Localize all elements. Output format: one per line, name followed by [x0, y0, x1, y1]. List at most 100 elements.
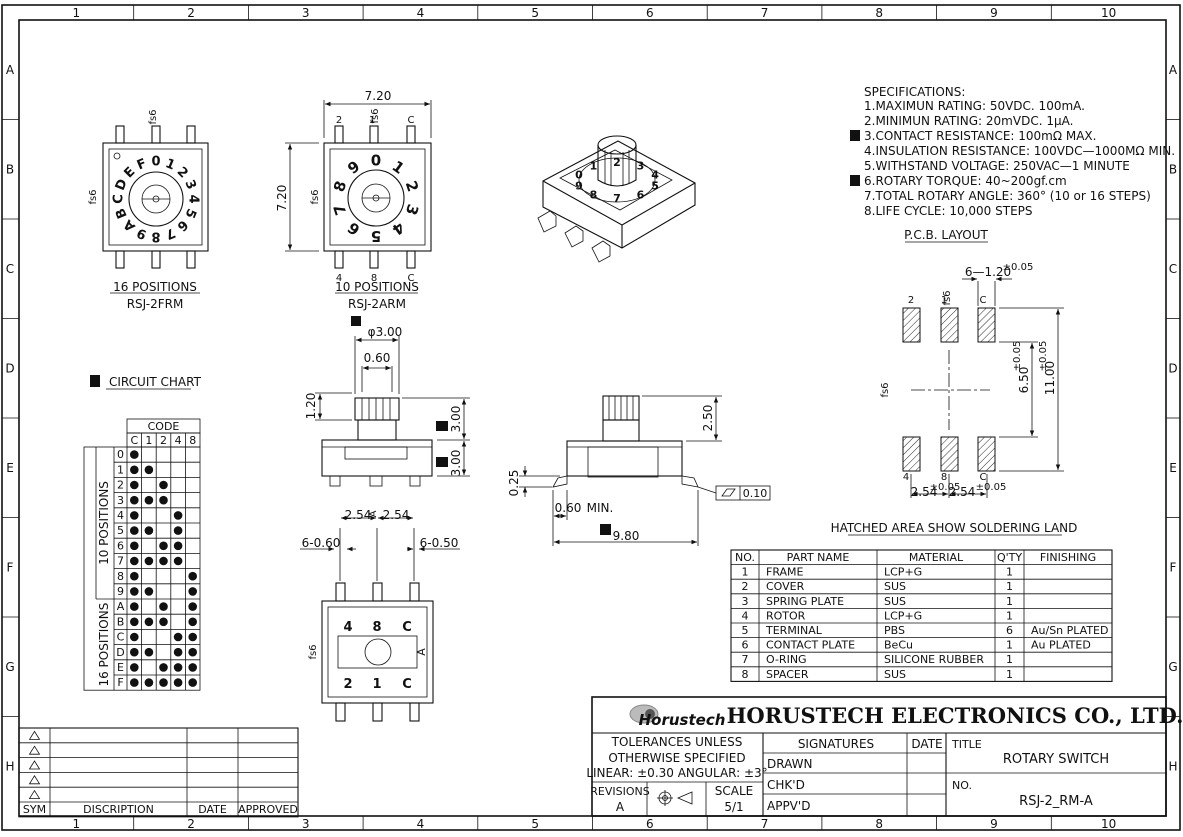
flat-dim: 0.60	[364, 351, 391, 365]
pin-label: fs6	[370, 108, 381, 123]
contact-dot	[159, 556, 168, 566]
number-value: RSJ-2_RM-A	[1019, 794, 1093, 809]
bom-cell: Au PLATED	[1031, 639, 1091, 652]
grid-row-left: B	[6, 162, 14, 176]
bom-cell: CONTACT PLATE	[766, 639, 855, 652]
dial-char: 3	[181, 178, 198, 192]
revision-value: A	[616, 800, 625, 814]
contact-dot	[130, 450, 139, 459]
width-dim: 7.20	[365, 89, 392, 103]
code-col: 4	[175, 434, 182, 447]
grid-col-bottom: 1	[73, 817, 81, 831]
title-value: ROTARY SWITCH	[1003, 752, 1109, 767]
height-a: 3.00	[449, 406, 463, 433]
contact-dot	[173, 511, 183, 520]
code-header: CODE	[148, 420, 180, 433]
grid-col-bottom: 4	[417, 817, 425, 831]
scale-label: SCALE	[715, 784, 753, 798]
pcb-v-tol-a: ±0.05	[1012, 341, 1023, 372]
grid-row-right: E	[1169, 461, 1177, 475]
shaft-height: 1.20	[304, 393, 318, 420]
spec-line: 4.INSULATION RESISTANCE: 100VDC—1000MΩ M…	[864, 144, 1175, 158]
group-10-label: 10 POSITIONS	[97, 481, 111, 565]
contact-dot	[173, 632, 183, 642]
pcb-side-label: fs6	[880, 382, 891, 397]
iso-dial-char: 8	[590, 189, 598, 202]
grid-row-left: G	[5, 660, 14, 674]
height-b: 3.00	[449, 450, 463, 477]
positions-label: 16 POSITIONS	[113, 280, 197, 294]
dial-char: 5	[181, 206, 198, 220]
bottom-side-label: fs6	[308, 644, 319, 659]
pin-label: fs6	[148, 109, 159, 124]
bottom-top-1: 4	[343, 620, 352, 635]
pcb-h-tol-a: ±0.05	[930, 482, 961, 493]
contact-dot	[130, 602, 139, 611]
specifications: SPECIFICATIONS: 1.MAXIMUN RATING: 50VDC.…	[850, 85, 1175, 243]
iso-dial-char: 0	[575, 168, 583, 181]
bottom-bot-3: C	[402, 677, 412, 692]
contact-dot	[130, 526, 139, 535]
contact-dot	[130, 617, 139, 627]
iso-dial-char: 6	[637, 189, 645, 202]
model-label: RSJ-2FRM	[127, 297, 184, 311]
bom-cell: SPRING PLATE	[766, 595, 844, 608]
contact-dot	[188, 587, 197, 596]
grid-row-right: H	[1168, 759, 1177, 773]
iso-dial-char: 5	[651, 180, 659, 193]
revision-triangle-icon	[28, 775, 41, 785]
dial-char: 3	[402, 202, 422, 217]
contact-dot	[173, 541, 183, 551]
dial-char: 2	[174, 164, 191, 181]
iso-dial-char: 1	[590, 159, 598, 172]
code-row: 0	[117, 448, 124, 461]
date-label: DATE	[911, 737, 942, 751]
grid-col-top: 9	[990, 6, 998, 20]
code-row: D	[116, 646, 124, 659]
bom-cell: ROTOR	[766, 609, 806, 622]
lead-min: 0.60	[555, 501, 582, 515]
bom-cell: 1	[1006, 566, 1013, 579]
bottom-bot-1: 2	[343, 677, 352, 692]
bom-cell: 8	[742, 668, 749, 681]
pcb-title: P.C.B. LAYOUT	[904, 228, 988, 242]
grid-col-top: 10	[1101, 6, 1116, 20]
pcb-top-1: 2	[908, 295, 914, 306]
grid-row-left: C	[6, 262, 14, 276]
pcb-v-tol-b: ±0.05	[1038, 341, 1049, 372]
dial-char: 0	[371, 151, 381, 169]
bom-cell: 1	[1006, 653, 1013, 666]
contact-dot	[188, 617, 197, 627]
pin-top-3: C	[408, 115, 415, 126]
grid-row-right: C	[1169, 262, 1177, 276]
grid-col-top: 5	[531, 6, 539, 20]
pin-top-2: 1	[369, 115, 375, 126]
grid-row-right: D	[1168, 361, 1177, 375]
pin-bottom-2: 8	[371, 273, 377, 284]
bom-cell: FRAME	[766, 566, 804, 579]
tolerance-3: LINEAR: ±0.30 ANGULAR: ±3°	[586, 766, 767, 780]
contact-dot	[144, 526, 154, 535]
pcb-h-tol-b: ±0.05	[976, 482, 1007, 493]
bom-cell: BeCu	[884, 639, 913, 652]
bom-cell: 1	[1006, 639, 1013, 652]
pin-width-b: 6-0.50	[420, 536, 459, 550]
revisions-label: REVISIONS	[590, 785, 649, 798]
pitch-a: 2.54	[345, 508, 372, 522]
bom-cell: 3	[742, 595, 749, 608]
code-col: C	[130, 434, 138, 447]
pcb-h-dim-b: 2.54	[949, 485, 976, 499]
bom-cell: PBS	[884, 624, 905, 637]
contact-dot	[144, 678, 154, 687]
contact-dot	[188, 632, 197, 642]
spec-line: 5.WITHSTAND VOLTAGE: 250VAC—1 MINUTE	[864, 159, 1130, 173]
revision-triangle-icon	[28, 745, 41, 755]
pcb-bot-2: 8	[941, 472, 947, 483]
grid-col-top: 3	[302, 6, 310, 20]
bom-header: NO.	[735, 551, 755, 564]
code-col: 2	[160, 434, 167, 447]
bom-cell: 4	[742, 609, 749, 622]
bom-cell: SUS	[884, 595, 906, 608]
